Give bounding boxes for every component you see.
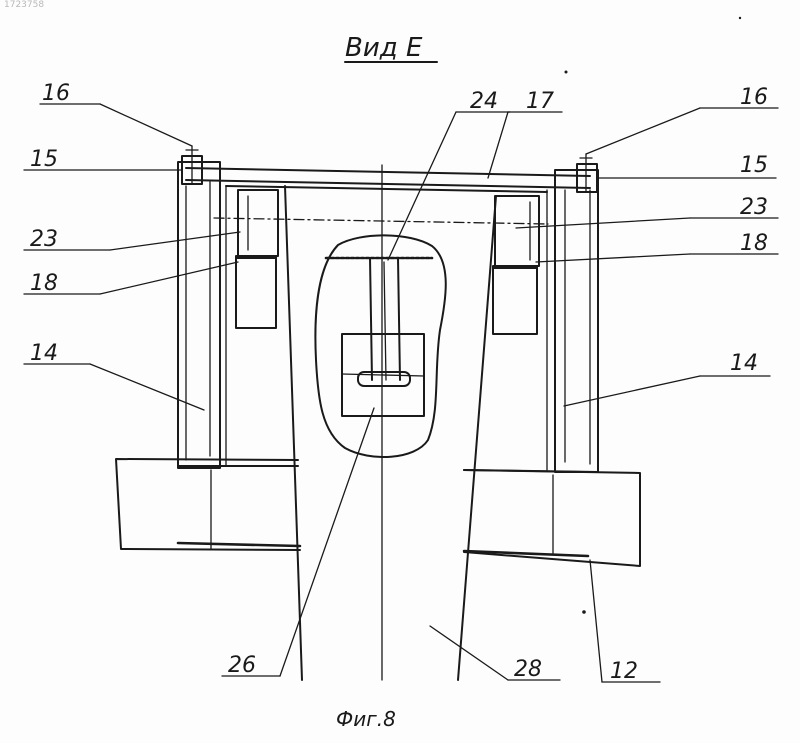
scan-speck bbox=[739, 17, 741, 19]
leader-14-right-diag bbox=[564, 376, 700, 406]
leader-lines bbox=[24, 104, 778, 682]
callout-14-right: 14 bbox=[730, 351, 758, 376]
leader-18-left-diag bbox=[100, 262, 238, 294]
cutaway-boundary bbox=[315, 235, 445, 457]
figure-caption: Фиг.8 bbox=[336, 707, 396, 731]
cutaway-detail bbox=[315, 235, 445, 457]
callout-17: 17 bbox=[526, 89, 554, 114]
top-crossbar-17 bbox=[186, 168, 590, 192]
bolt-left bbox=[182, 146, 202, 184]
right-block-18 bbox=[493, 266, 537, 334]
leader-16-left-diag bbox=[100, 104, 192, 146]
clamp-block-divider bbox=[342, 374, 424, 376]
leader-28-diag bbox=[430, 626, 508, 680]
column-left-edge bbox=[285, 186, 302, 680]
leader-12-diag bbox=[590, 560, 602, 682]
right-outer-channel bbox=[555, 170, 598, 472]
callout-15-left: 15 bbox=[30, 147, 58, 172]
callout-16-left: 16 bbox=[42, 81, 70, 106]
left-roller-23 bbox=[238, 190, 278, 256]
crossbar-top-edge bbox=[186, 168, 590, 176]
leader-16-right-diag bbox=[586, 108, 700, 154]
left-outer-channel bbox=[178, 162, 220, 468]
callout-28: 28 bbox=[514, 657, 542, 682]
leader-17-diag bbox=[488, 112, 508, 178]
column-28 bbox=[285, 165, 496, 680]
rod-right bbox=[398, 258, 400, 380]
callout-18-right: 18 bbox=[740, 231, 768, 256]
right-roller-23 bbox=[495, 196, 539, 266]
callout-12: 12 bbox=[610, 659, 638, 684]
frame-14-right bbox=[464, 170, 598, 472]
callout-26: 26 bbox=[228, 653, 256, 678]
callout-14-left: 14 bbox=[30, 341, 58, 366]
callout-23-left: 23 bbox=[30, 227, 58, 252]
leader-18-right-diag bbox=[536, 254, 690, 262]
left-block-18 bbox=[236, 256, 276, 328]
view-title: Вид Е bbox=[345, 33, 423, 63]
scan-speck bbox=[565, 71, 568, 74]
callout-24: 24 bbox=[470, 89, 498, 114]
scan-speck bbox=[582, 610, 586, 614]
callout-18-left: 18 bbox=[30, 271, 58, 296]
roller-axis-line bbox=[214, 218, 548, 224]
roller-assembly-left bbox=[236, 190, 278, 328]
right-bottom-plate bbox=[464, 470, 598, 472]
rod-mid bbox=[384, 262, 386, 380]
callout-15-right: 15 bbox=[740, 153, 768, 178]
callout-16-right: 16 bbox=[740, 85, 768, 110]
leader-23-right-diag bbox=[516, 218, 690, 228]
bolt-right bbox=[577, 154, 597, 192]
beam-left-outline bbox=[116, 459, 300, 550]
roller-assembly-right bbox=[493, 196, 539, 334]
beam-left-flange bbox=[178, 543, 300, 546]
column-right-edge bbox=[458, 196, 496, 680]
rod-left bbox=[370, 258, 372, 380]
callout-23-right: 23 bbox=[740, 195, 768, 220]
leader-14-left-diag bbox=[90, 364, 204, 410]
beam-12 bbox=[116, 459, 640, 566]
